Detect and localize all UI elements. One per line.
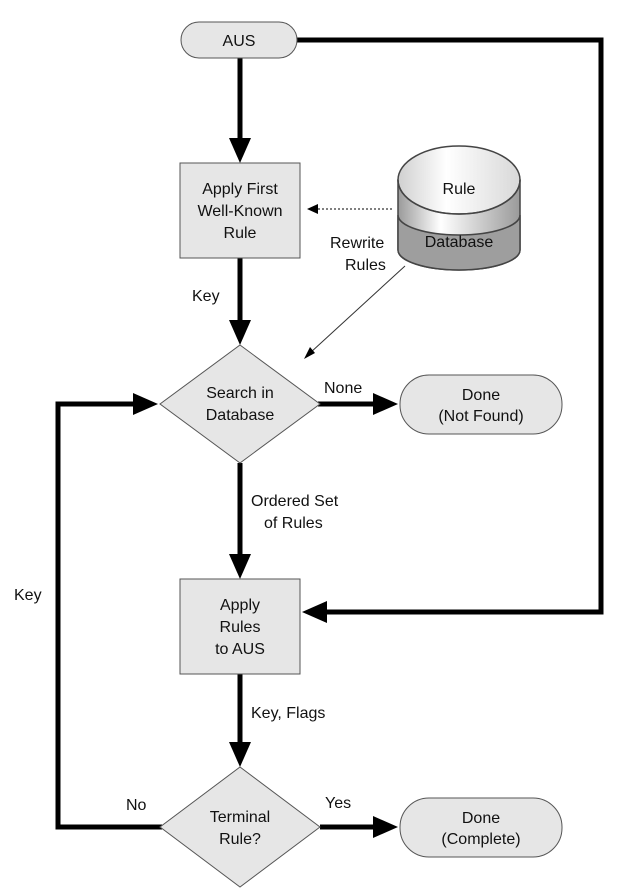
arrowhead	[229, 742, 251, 767]
edge-label-rewrite-rules-line2: Rules	[345, 257, 386, 274]
edge-aus-to-apply-rules	[297, 37, 604, 615]
node-apply-first-rule: Apply First Well-Known Rule	[179, 162, 301, 259]
node-apply-rules-line1: Apply	[220, 597, 260, 614]
arrowhead	[229, 138, 251, 163]
edge-label-yes: Yes	[325, 795, 351, 812]
arrowhead	[304, 347, 315, 359]
arrowhead	[229, 554, 251, 579]
node-terminal-line1: Terminal	[210, 809, 270, 826]
edge-label-no: No	[126, 797, 147, 814]
edge-label-key-top: Key	[192, 288, 220, 305]
node-aus-label: AUS	[223, 33, 256, 50]
edge-label-none: None	[324, 380, 362, 397]
node-done-not-found: Done (Not Found)	[399, 374, 563, 435]
arrowhead	[307, 204, 318, 214]
node-done-not-found-line1: Done	[462, 387, 500, 404]
edge-database-to-search	[309, 265, 406, 354]
arrowhead	[133, 393, 158, 415]
node-done-complete-line1: Done	[462, 810, 500, 827]
edge-terminal-to-search	[55, 401, 162, 830]
arrowhead	[302, 601, 327, 623]
node-rule-database-line1: Rule	[443, 181, 476, 198]
arrowhead	[229, 320, 251, 345]
node-done-complete-line2: (Complete)	[441, 831, 520, 848]
arrowhead	[373, 393, 398, 415]
node-apply-rules: Apply Rules to AUS	[179, 578, 301, 675]
node-apply-first-line1: Apply First	[202, 181, 278, 198]
edge-label-key-flags: Key, Flags	[251, 705, 325, 722]
edge-label-ordered-set-line2: of Rules	[264, 515, 323, 532]
edge-label-key-left: Key	[14, 587, 42, 604]
arrowhead	[373, 816, 398, 838]
node-aus: AUS	[180, 21, 298, 59]
node-rule-database-line2: Database	[425, 234, 494, 251]
node-apply-first-line3: Rule	[224, 225, 257, 242]
node-apply-first-line2: Well-Known	[197, 203, 282, 220]
node-apply-rules-line2: Rules	[220, 619, 261, 636]
node-done-complete: Done (Complete)	[399, 797, 563, 858]
node-terminal-line2: Rule?	[219, 831, 261, 848]
node-done-not-found-line2: (Not Found)	[438, 408, 523, 425]
node-search-database: Search in Database	[159, 344, 321, 464]
node-search-line2: Database	[206, 407, 275, 424]
edge-label-ordered-set-line1: Ordered Set	[251, 493, 339, 510]
edge-label-rewrite-rules-line1: Rewrite	[330, 235, 384, 252]
node-apply-rules-line3: to AUS	[215, 641, 265, 658]
node-search-line1: Search in	[206, 385, 274, 402]
node-rule-database: Rule Database	[397, 145, 521, 271]
node-terminal-rule: Terminal Rule?	[159, 766, 321, 888]
